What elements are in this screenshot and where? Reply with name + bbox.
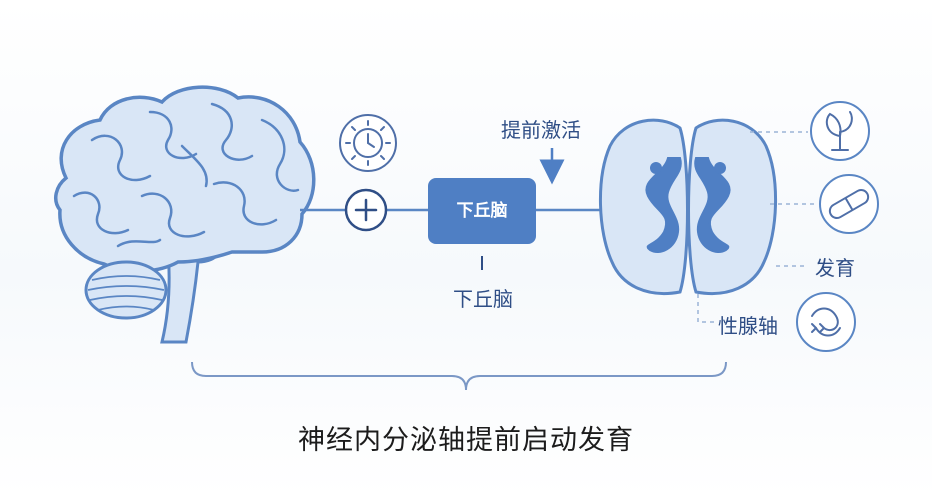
clock-sun-icon [339,114,397,172]
bottom-brace [191,361,727,391]
diagram-caption: 神经内分泌轴提前启动发育 [298,425,634,456]
paired-gland-illustration [599,118,777,295]
early-activation-label: 提前激活 [501,118,581,142]
gonadal-axis-label: 性腺轴 [718,314,778,338]
dashed-connectors [697,131,816,323]
plus-icon [344,188,388,232]
hypothalamus-label: 下丘脑 [453,287,513,311]
brain-illustration [54,85,316,344]
plant-growth-icon [810,101,870,161]
development-label: 发育 [815,256,855,280]
loop-arrows-icon [796,292,856,352]
hypothalamus-box-label: 下丘脑 [456,201,508,221]
hypothalamus-box [428,178,536,244]
capsule-icon [819,174,879,234]
